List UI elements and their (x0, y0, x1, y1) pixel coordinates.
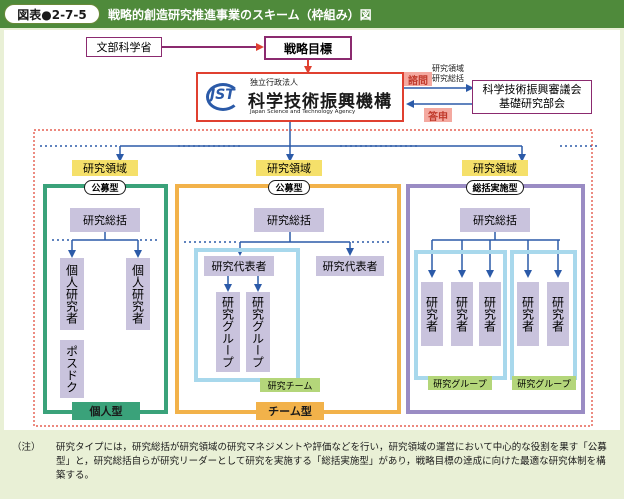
individual-researcher-2: 個人研究者 (126, 258, 150, 330)
consult-note-line-1: 研究領域 (432, 64, 464, 73)
individual-postdoc: ポスドク (60, 340, 84, 398)
consult-note: 研究領域 研究総括 (432, 64, 464, 84)
integrated-area: 研究領域 (462, 160, 528, 176)
team-area: 研究領域 (256, 160, 322, 176)
figure-number: 図表●2-7-5 (4, 4, 100, 24)
jst-logo-text: JST (210, 87, 235, 103)
team-representative-1: 研究代表者 (204, 256, 274, 276)
strategic-goal-box: 戦略目標 (264, 36, 352, 60)
individual-area: 研究領域 (72, 160, 138, 176)
consult-label: 諮問 (404, 72, 432, 87)
team-type-label: チーム型 (256, 402, 324, 420)
jst-small-label: 独立行政法人 (250, 78, 298, 87)
council-box: 科学技術振興審議会 基礎研究部会 (472, 80, 592, 114)
figure-title: 戦略的創造研究推進事業のスキーム（枠組み）図 (108, 8, 372, 22)
jst-box: JST 独立行政法人 科学技術振興機構 Japan Science and Te… (196, 72, 404, 122)
program-frame (33, 129, 593, 427)
header-band (0, 0, 624, 28)
team-team-label: 研究チーム (260, 378, 320, 392)
team-group-1: 研究グループ (216, 292, 240, 372)
integrated-group-label-2: 研究グループ (512, 376, 576, 390)
individual-type-label: 個人型 (72, 402, 140, 420)
integrated-researcher-3: 研究者 (479, 282, 501, 346)
note-label: （注） (12, 442, 41, 453)
integrated-researcher-1: 研究者 (421, 282, 443, 346)
team-group-2: 研究グループ (246, 292, 270, 372)
integrated-researcher-2: 研究者 (451, 282, 473, 346)
jst-english: Japan Science and Technology Agency (250, 109, 356, 115)
council-line-2: 基礎研究部会 (499, 97, 565, 110)
team-supervisor: 研究総括 (254, 208, 324, 232)
team-representative-2: 研究代表者 (316, 256, 384, 276)
individual-tag: 公募型 (84, 180, 126, 195)
report-label: 答申 (424, 108, 452, 123)
council-line-1: 科学技術振興審議会 (482, 83, 582, 96)
team-sky-frame (194, 248, 300, 382)
integrated-researcher-5: 研究者 (547, 282, 569, 346)
integrated-supervisor: 研究総括 (460, 208, 530, 232)
individual-supervisor: 研究総括 (70, 208, 140, 232)
integrated-tag: 総括実施型 (466, 180, 524, 195)
team-tag: 公募型 (268, 180, 310, 195)
consult-note-line-2: 研究総括 (432, 74, 464, 83)
jst-name: 科学技術振興機構 (248, 92, 392, 112)
integrated-researcher-4: 研究者 (517, 282, 539, 346)
jst-logo-ring (206, 83, 240, 111)
individual-researcher-1: 個人研究者 (60, 258, 84, 330)
mext-box: 文部科学省 (86, 37, 162, 57)
note-body: 研究タイプには，研究総括が研究領域の研究マネジメントや評価などを行い，研究領域の… (56, 442, 607, 481)
integrated-group-label-1: 研究グループ (428, 376, 492, 390)
